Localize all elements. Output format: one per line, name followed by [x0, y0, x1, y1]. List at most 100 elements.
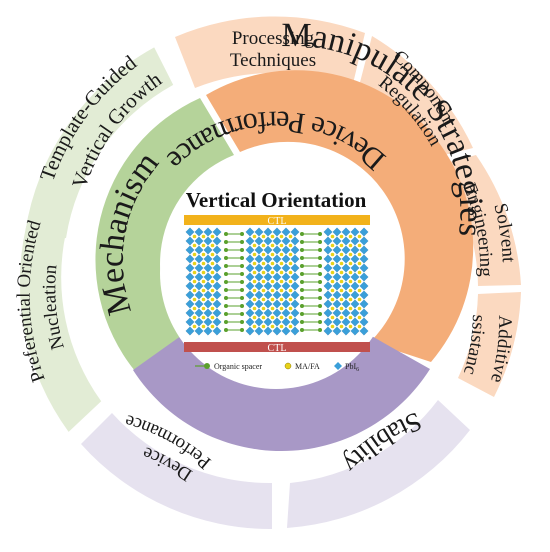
cation — [201, 324, 206, 329]
perovskite-lattice — [185, 227, 369, 336]
spacer-head — [240, 328, 244, 332]
octahedron — [263, 254, 273, 264]
octahedron — [350, 272, 360, 282]
octahedron — [290, 236, 300, 246]
octahedron — [254, 245, 264, 255]
cation — [192, 315, 197, 320]
spacer-head — [224, 296, 228, 300]
octahedron — [245, 227, 255, 237]
cation — [270, 297, 275, 302]
octahedron — [263, 263, 273, 273]
cation — [339, 324, 344, 329]
octahedron — [359, 263, 369, 273]
cation — [279, 261, 284, 266]
cation — [192, 252, 197, 257]
octahedron — [290, 299, 300, 309]
cation — [348, 270, 353, 275]
octahedron — [332, 281, 342, 291]
octahedron — [350, 254, 360, 264]
octahedron — [272, 308, 282, 318]
octahedron — [254, 236, 264, 246]
cation — [261, 279, 266, 284]
octahedron — [272, 227, 282, 237]
octahedron — [194, 263, 204, 273]
octahedron — [341, 227, 351, 237]
octahedron — [341, 326, 351, 336]
cation — [201, 288, 206, 293]
octahedron — [323, 263, 333, 273]
legend-label-organic-spacer: Organic spacer — [214, 362, 262, 371]
spacer-head — [300, 248, 304, 252]
octahedron — [281, 290, 291, 300]
octahedron — [245, 326, 255, 336]
octahedron — [350, 317, 360, 327]
cation — [288, 234, 293, 239]
spacer-head — [224, 248, 228, 252]
spacer-head — [300, 272, 304, 276]
octahedron — [272, 272, 282, 282]
segment-mechanism — [95, 98, 235, 371]
octahedron — [203, 317, 213, 327]
octahedron — [194, 317, 204, 327]
cation — [288, 324, 293, 329]
octahedron — [254, 281, 264, 291]
cation — [270, 234, 275, 239]
cation — [357, 297, 362, 302]
octahedron — [341, 308, 351, 318]
octahedron — [194, 299, 204, 309]
cation — [339, 279, 344, 284]
octahedron — [323, 317, 333, 327]
octahedron — [323, 299, 333, 309]
octahedron — [185, 308, 195, 318]
octahedron — [341, 290, 351, 300]
octahedron — [194, 272, 204, 282]
cation — [261, 243, 266, 248]
cation — [252, 306, 257, 311]
octahedron — [185, 290, 195, 300]
spacer-head — [240, 264, 244, 268]
octahedron — [245, 263, 255, 273]
octahedron — [281, 227, 291, 237]
cation — [192, 297, 197, 302]
cation — [348, 261, 353, 266]
octahedron — [263, 308, 273, 318]
octahedron — [359, 290, 369, 300]
spacer-head — [224, 328, 228, 332]
octahedron — [332, 290, 342, 300]
octahedron — [254, 227, 264, 237]
octahedron — [245, 236, 255, 246]
octahedron — [194, 227, 204, 237]
octahedron — [359, 245, 369, 255]
segment-preferential-nucleation — [19, 226, 102, 432]
legend: Organic spacer MA/FA PbI6 — [195, 362, 359, 373]
octahedron — [212, 236, 222, 246]
octahedron — [290, 272, 300, 282]
cation — [210, 288, 215, 293]
cation — [288, 297, 293, 302]
octahedron — [263, 227, 273, 237]
cation — [330, 288, 335, 293]
octahedron — [350, 281, 360, 291]
spacer-head — [318, 248, 322, 252]
octahedron — [245, 299, 255, 309]
octahedron — [245, 272, 255, 282]
cation — [201, 297, 206, 302]
octahedron — [203, 326, 213, 336]
ctl-top-label: CTL — [268, 216, 287, 227]
cation — [210, 261, 215, 266]
cation — [348, 315, 353, 320]
cation — [330, 243, 335, 248]
octahedron — [332, 263, 342, 273]
octahedron — [272, 245, 282, 255]
octahedron — [212, 272, 222, 282]
cation — [357, 288, 362, 293]
spacer-head — [300, 232, 304, 236]
cation — [210, 306, 215, 311]
spacer-head — [224, 288, 228, 292]
cation — [192, 306, 197, 311]
octahedron — [272, 299, 282, 309]
octahedron — [281, 326, 291, 336]
spacer-head — [240, 232, 244, 236]
outer-ring — [19, 16, 521, 530]
